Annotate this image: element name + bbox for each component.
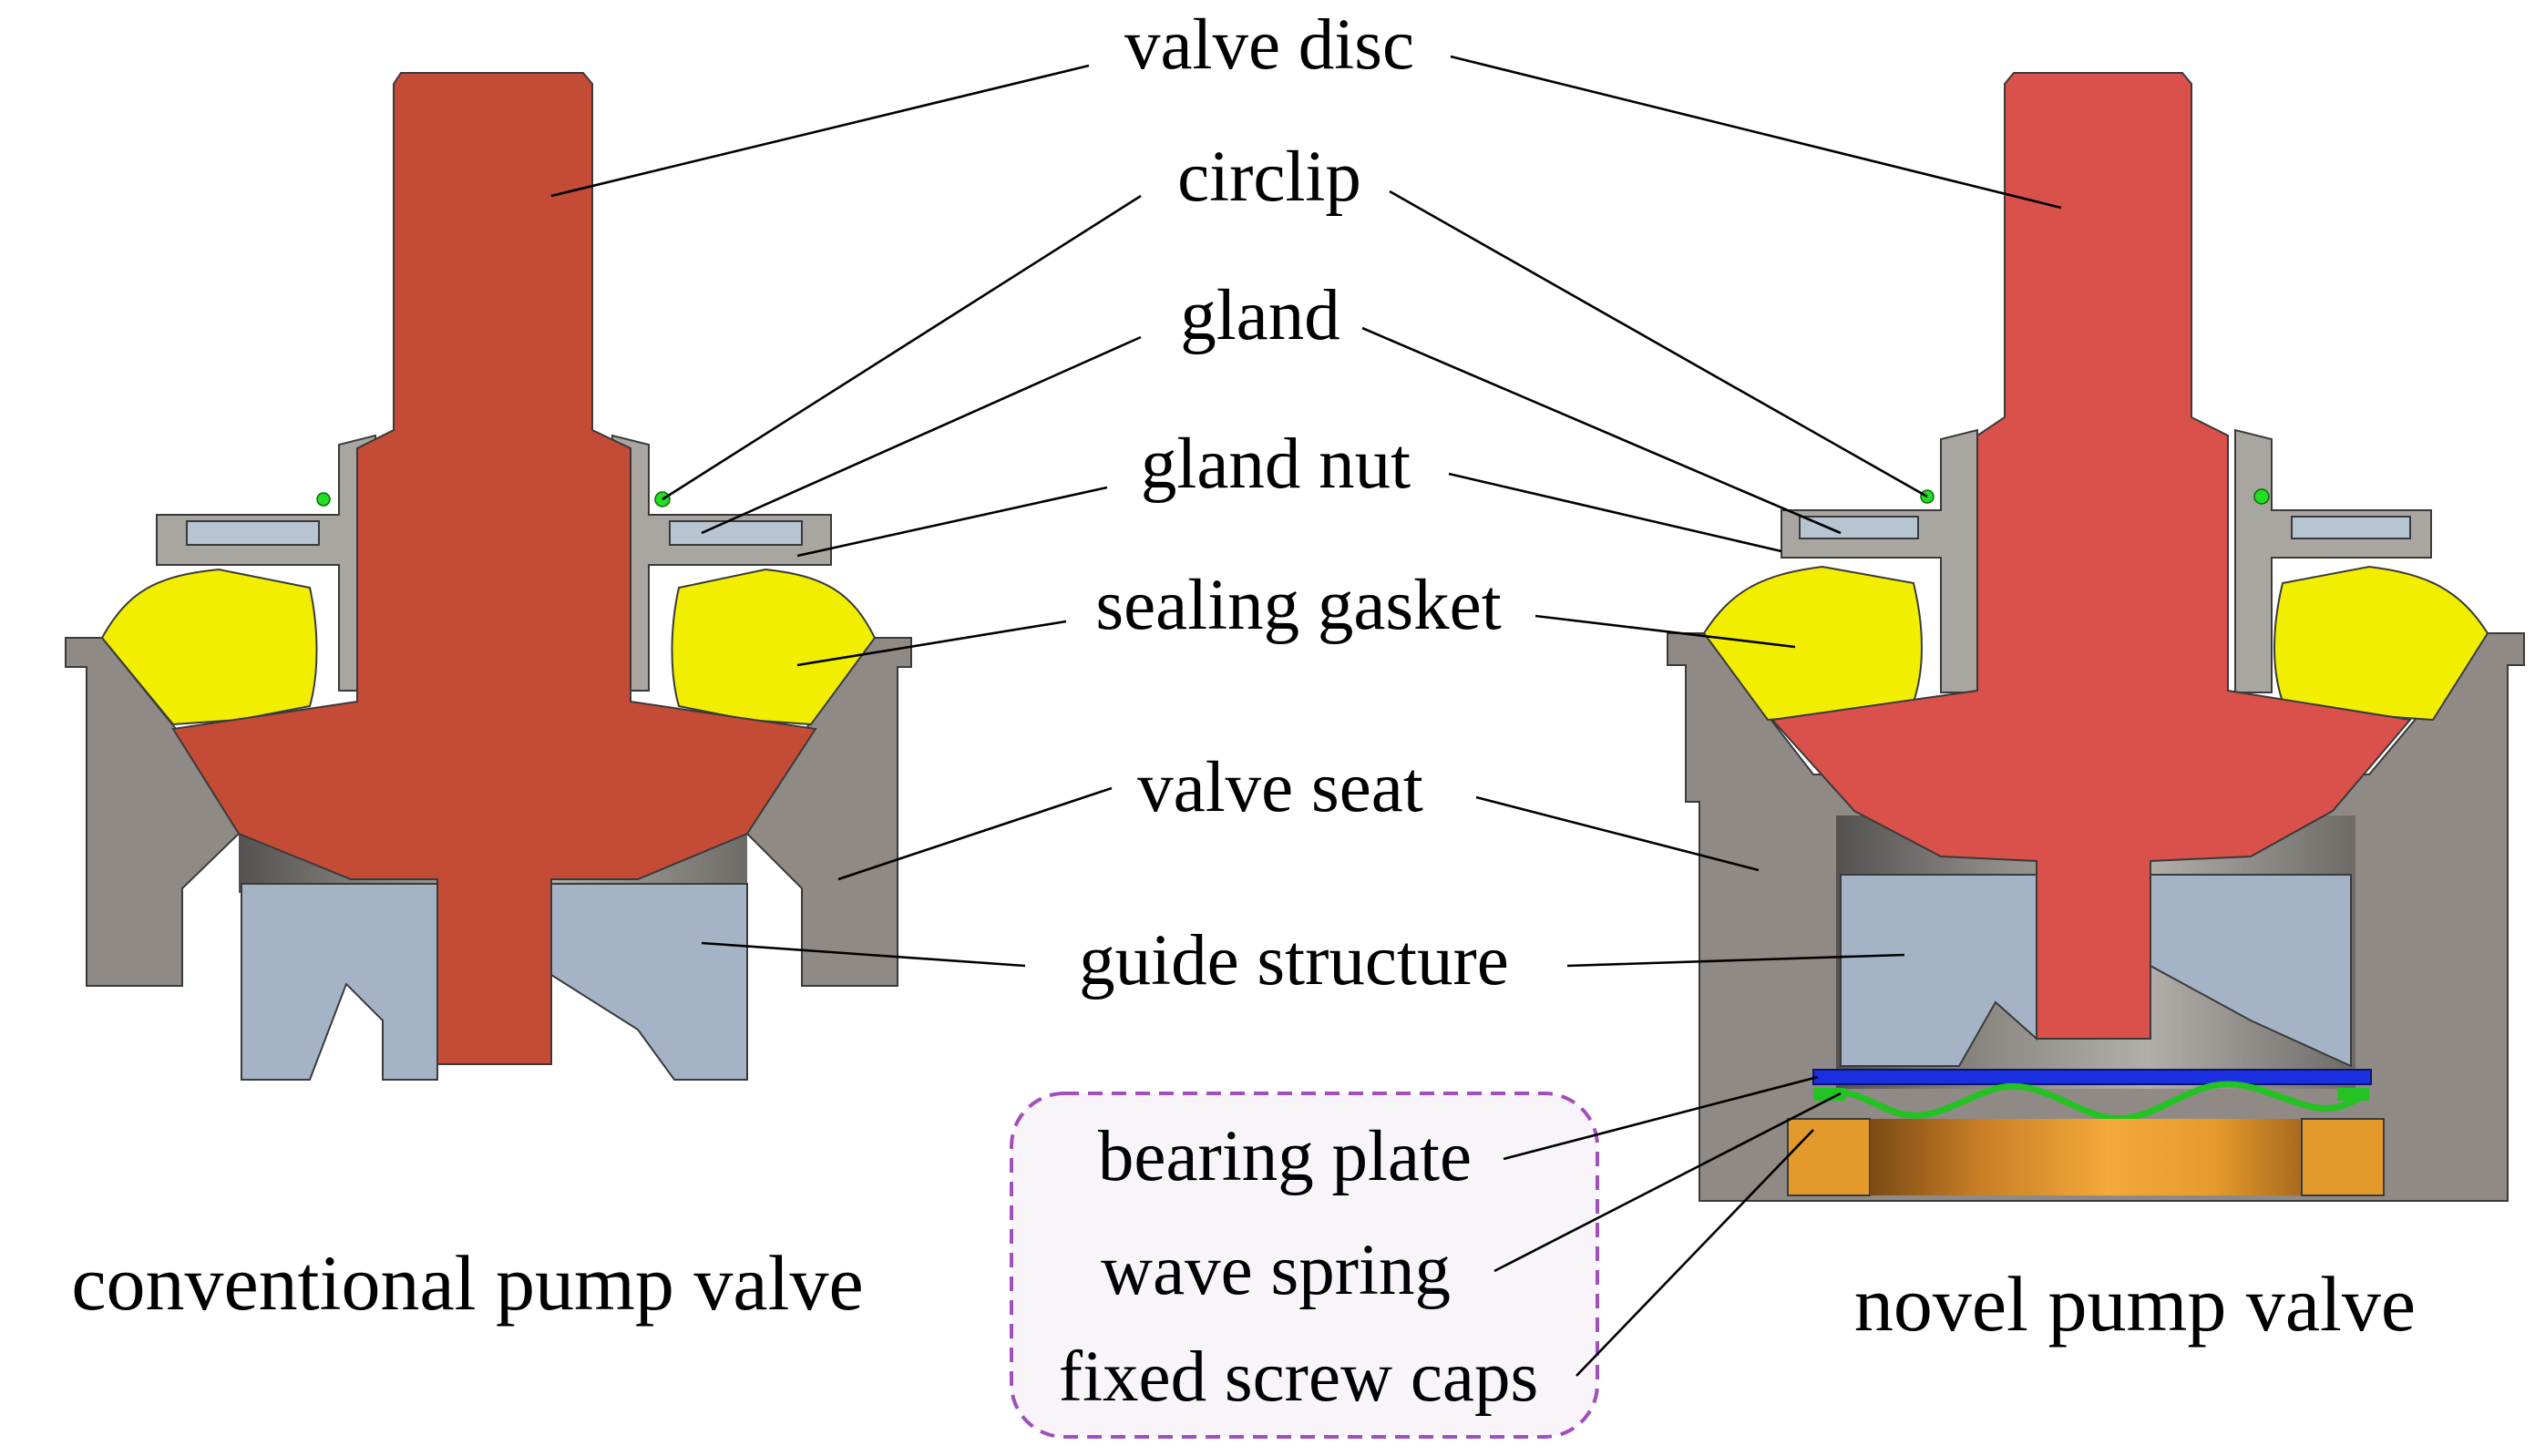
new-components-highlight-box (1010, 1092, 1599, 1439)
label-gland-nut: gland nut (1141, 425, 1411, 504)
circlip-left-a (316, 492, 331, 507)
valve-disc-right (1770, 72, 2412, 1040)
label-circlip: circlip (1177, 138, 1361, 217)
gland-right-side-left (669, 520, 803, 546)
fixed-screw-cap-right (2301, 1118, 2385, 1196)
sealing-gasket-right (1702, 565, 1923, 722)
label-wave-spring: wave spring (1101, 1231, 1451, 1310)
bearing-plate (1812, 1069, 2372, 1085)
conventional-pump-valve (65, 72, 912, 1081)
circlip-right-b (2253, 488, 2270, 505)
gland-right (1799, 516, 1919, 539)
sealing-gasket-right-r (2273, 565, 2489, 722)
label-valve-seat: valve seat (1137, 748, 1423, 827)
label-valve-disc: valve disc (1124, 5, 1414, 85)
wave-spring-ends-r (2337, 1088, 2369, 1101)
gland-right-r (2291, 516, 2411, 539)
valve-disc-left (171, 72, 817, 1065)
label-fixed-screw-caps: fixed screw caps (1059, 1338, 1538, 1417)
label-guide-structure: guide structure (1079, 921, 1509, 1000)
gland-left (186, 520, 320, 546)
label-bearing-plate: bearing plate (1098, 1117, 1472, 1196)
guide-structure-left (241, 883, 438, 1081)
wave-spring (1822, 1081, 2362, 1123)
fixed-screw-cap-band (1870, 1119, 2302, 1195)
wave-spring-ends (1813, 1088, 1845, 1101)
caption-novel-pump-valve: novel pump valve (1854, 1260, 2416, 1348)
leader-lines (550, 55, 2062, 1377)
guide-structure-right-r (2150, 874, 2352, 1068)
caption-conventional-pump-valve: conventional pump valve (71, 1239, 863, 1327)
label-sealing-gasket: sealing gasket (1095, 566, 1501, 645)
label-gland: gland (1180, 276, 1340, 355)
fixed-screw-cap-left (1787, 1118, 1871, 1196)
novel-pump-valve (1667, 72, 2525, 1202)
sealing-gasket-left-r (671, 568, 877, 726)
sealing-gasket-left (100, 568, 318, 726)
guide-structure-left-r (550, 883, 748, 1081)
